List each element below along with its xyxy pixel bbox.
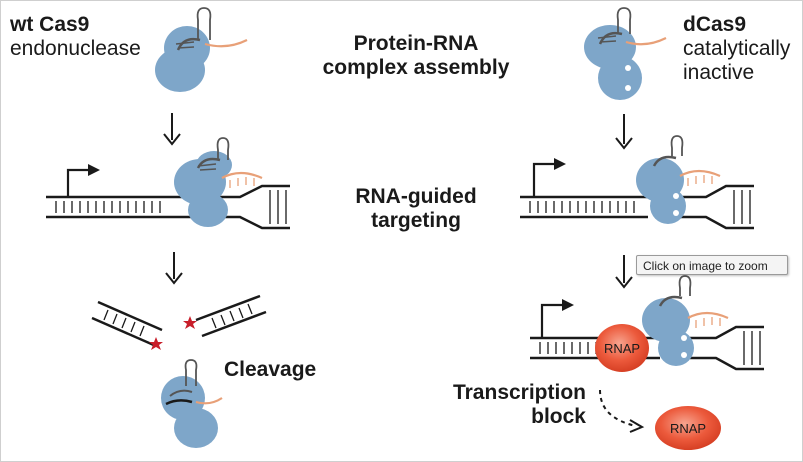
wt-cas9-title-bold: wt Cas9 — [10, 13, 90, 36]
dcas9-title-sub-2: inactive — [683, 61, 755, 84]
wt-cas9-released — [161, 359, 223, 448]
dna-targeting-left — [46, 137, 290, 230]
arrow-down-left-2 — [165, 252, 183, 285]
rnap-blocked: RNAP — [595, 324, 649, 372]
rnap-release-arrow — [599, 389, 645, 433]
cleaved-dna-left-fragment — [91, 300, 163, 348]
cleaved-dna-right-fragment — [195, 294, 267, 338]
wt-cas9-title-sub: endonuclease — [10, 37, 141, 60]
wt-cas9-complex — [155, 7, 248, 92]
arrow-down-right-1 — [615, 114, 633, 150]
arrow-down-right-2 — [615, 255, 633, 289]
wt-cas9-title: wt Cas9 endonuclease — [10, 13, 141, 61]
step-targeting-label: RNA-guided targeting — [355, 185, 477, 232]
rnap-released-label: RNAP — [670, 421, 706, 436]
rnap-released: RNAP — [655, 406, 721, 450]
dna-targeting-right — [520, 135, 754, 230]
step-transcription-block-label: Transcription block — [452, 381, 586, 428]
rnap-blocked-label: RNAP — [604, 341, 640, 356]
step-assembly-label: Protein-RNA complex assembly — [322, 32, 510, 79]
zoom-tooltip[interactable]: Click on image to zoom — [636, 255, 788, 275]
dcas9-title-bold: dCas9 — [683, 13, 747, 36]
dcas9-complex — [584, 7, 667, 100]
arrow-down-left-1 — [163, 113, 181, 146]
dcas9-title-sub-1: catalytically — [683, 37, 791, 60]
dcas9-title: dCas9 catalytically inactive — [683, 13, 790, 85]
cut-site-star-right — [183, 316, 197, 329]
step-cleavage-label: Cleavage — [224, 358, 317, 381]
cut-site-star-left — [149, 337, 163, 350]
